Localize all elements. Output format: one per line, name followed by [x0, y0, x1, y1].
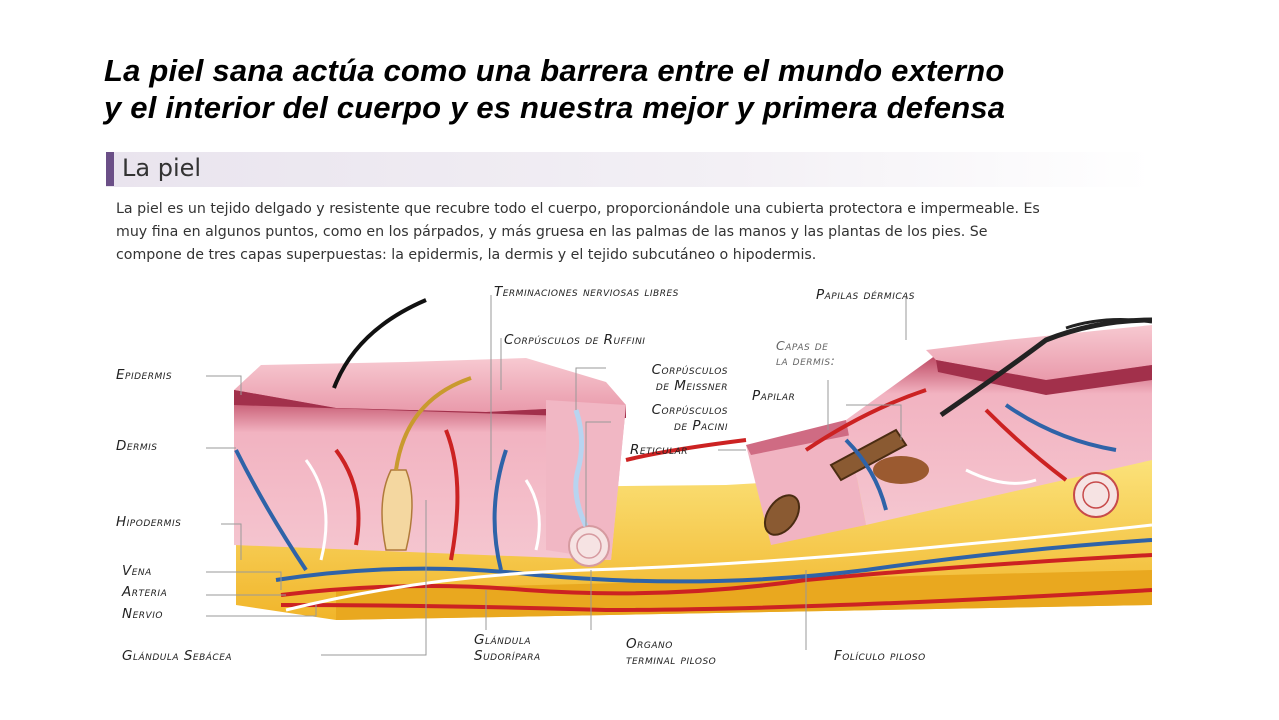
label-meissner-line-2: de Meissner	[655, 378, 728, 394]
label-terminaciones: Terminaciones nerviosas libres	[494, 284, 679, 300]
label-meissner: Corpúsculos de Meissner	[604, 362, 728, 394]
label-nervio: Nervio	[122, 606, 163, 622]
dermis-block-left	[234, 390, 626, 560]
label-reticular: Reticular	[630, 442, 689, 458]
hair-terminal-organ	[763, 494, 801, 536]
label-ruffini: Corpúsculos de Ruffini	[504, 332, 646, 348]
label-capas-dermis: Capas de la dermis:	[776, 338, 835, 368]
label-arteria: Arteria	[122, 584, 168, 600]
label-organo-line-2: terminal piloso	[626, 652, 717, 668]
hair-strand-left	[332, 298, 427, 389]
hair-follicle	[381, 469, 413, 551]
label-dermis: Dermis	[116, 438, 158, 454]
epidermis-top-left	[234, 358, 626, 412]
pacini-corpuscle	[568, 525, 610, 567]
label-organo-terminal: Organo terminal piloso	[626, 636, 716, 668]
label-pacini-line-2: de Pacini	[673, 418, 728, 434]
epidermis-top-right	[926, 325, 1152, 380]
label-pacini-line-1: Corpúsculos	[651, 402, 728, 418]
label-meissner-line-1: Corpúsculos	[651, 362, 728, 378]
leader-lines	[206, 295, 907, 656]
hair-strand-right	[939, 317, 1152, 418]
label-papilar: Papilar	[752, 388, 796, 404]
label-pacini: Corpúsculos de Pacini	[604, 402, 728, 434]
label-sudoripara-line-1: Glándula	[474, 632, 532, 648]
figure-header	[106, 152, 1152, 187]
title-line-1: La piel sana actúa como una barrera entr…	[104, 53, 1005, 88]
slide-title: La piel sana actúa como una barrera entr…	[104, 52, 1204, 126]
pacini-corpuscle-right	[1073, 472, 1119, 518]
skin-cross-section-illustration	[206, 295, 1152, 656]
label-capas-line-1: Capas de	[776, 338, 829, 353]
label-capas-line-2: la dermis:	[776, 353, 836, 368]
label-foliculo-piloso: Folículo piloso	[834, 648, 926, 664]
veins	[234, 403, 1152, 584]
hair-shaft	[394, 376, 472, 471]
label-vena: Vena	[122, 563, 152, 579]
label-epidermis: Epidermis	[116, 367, 173, 383]
label-sudoripara-line-2: Sudorípara	[474, 648, 541, 664]
figure-heading: La piel	[122, 154, 202, 182]
description-line-3: compone de tres capas superpuestas: la e…	[116, 247, 817, 263]
description-line-2: muy fina en algunos puntos, como en los …	[116, 224, 988, 240]
label-glandula-sebacea: Glándula Sebácea	[122, 648, 233, 664]
skin-figure: La piel La piel es un tejido delgado y r…	[106, 150, 1152, 670]
label-glandula-sudoripara: Glándula Sudorípara	[474, 632, 541, 664]
title-line-2: y el interior del cuerpo y es nuestra me…	[104, 90, 1006, 125]
dermis-block-right	[846, 350, 1152, 525]
nerves	[285, 459, 1152, 612]
description-line-1: La piel es un tejido delgado y resistent…	[116, 201, 1040, 217]
figure-description: La piel es un tejido delgado y resistent…	[116, 198, 1156, 267]
label-papilas-dermicas: Papilas dérmicas	[816, 287, 915, 303]
figure-accent-bar	[106, 152, 114, 186]
label-hipodermis: Hipodermis	[116, 514, 182, 530]
label-organo-line-1: Organo	[626, 636, 673, 652]
